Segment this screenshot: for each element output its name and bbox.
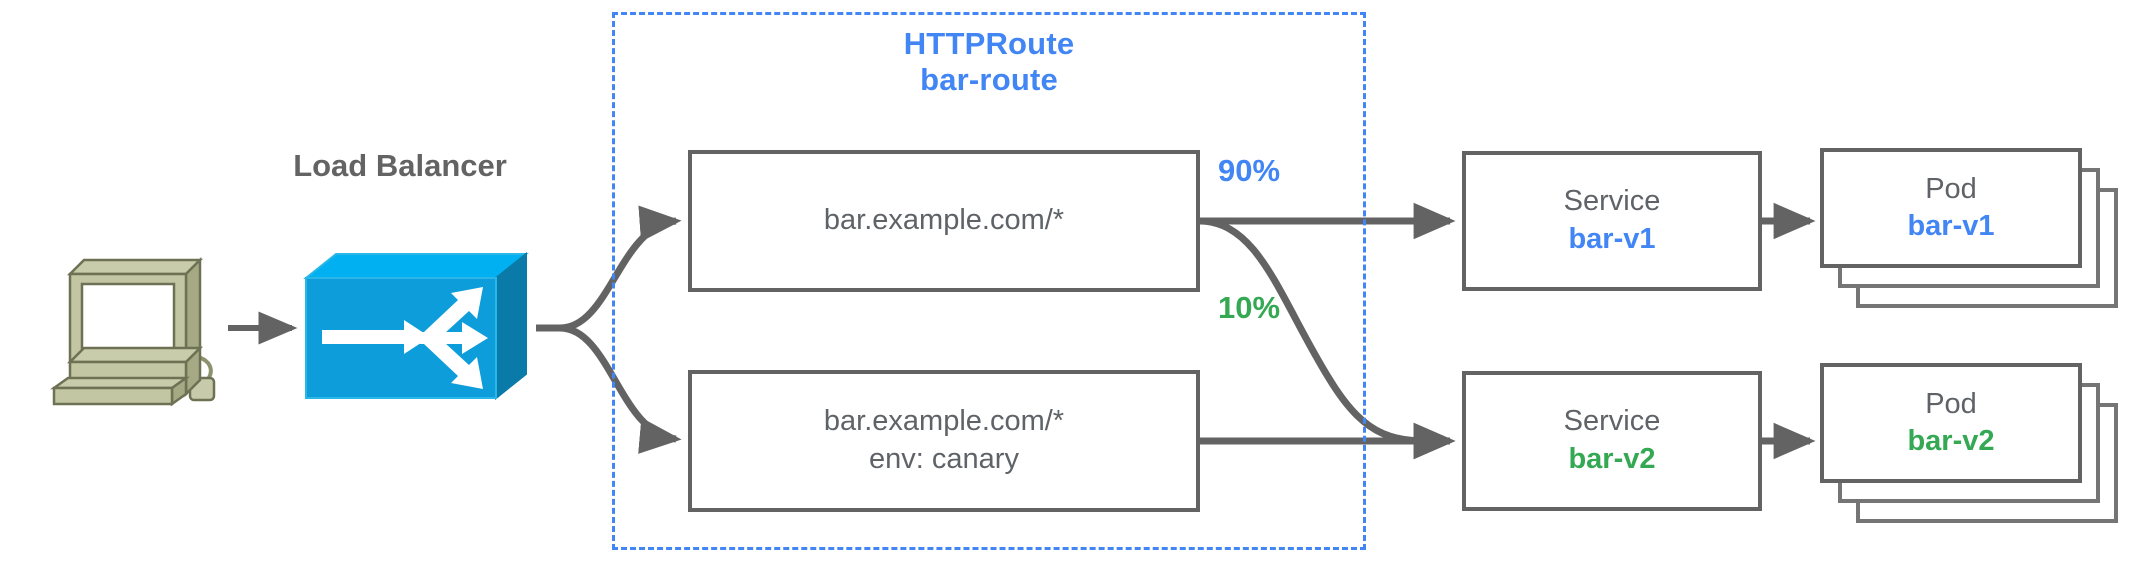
service-v1-kind: Service <box>1563 185 1661 218</box>
httproute-kind: HTTPRoute <box>903 26 1075 61</box>
service-box-bar-v2[interactable]: Service bar-v2 <box>1462 371 1762 511</box>
pod-stack-bar-v2[interactable]: Pod bar-v2 <box>1820 363 2120 523</box>
service-v2-kind: Service <box>1563 405 1661 438</box>
service-v2-name: bar-v2 <box>1568 443 1656 475</box>
route-match-box-2[interactable]: bar.example.com/* env: canary <box>688 370 1200 512</box>
httproute-name: bar-route <box>920 61 1058 97</box>
route-match-box-1[interactable]: bar.example.com/* <box>688 150 1200 292</box>
load-balancer-switch-icon <box>303 252 529 401</box>
workstation-icon <box>50 256 216 407</box>
service-box-bar-v1[interactable]: Service bar-v1 <box>1462 151 1762 291</box>
route-match-2-header: env: canary <box>869 443 1019 475</box>
pod-v2-kind: Pod <box>1925 387 1977 420</box>
httproute-group-border <box>612 12 1366 550</box>
pod-v1-name: bar-v1 <box>1907 210 1995 242</box>
pod-box-bar-v1[interactable]: Pod bar-v1 <box>1820 148 2082 268</box>
route-match-1-hostname: bar.example.com/* <box>823 204 1065 237</box>
weight-label-10: 10% <box>1218 290 1281 325</box>
weight-label-90: 90% <box>1218 153 1281 188</box>
pod-stack-bar-v1[interactable]: Pod bar-v1 <box>1820 148 2120 308</box>
route-match-2-hostname: bar.example.com/* <box>823 405 1065 438</box>
httproute-group-title: HTTPRoute bar-route <box>612 26 1366 98</box>
load-balancer-label: Load Balancer <box>293 148 507 183</box>
service-v1-name: bar-v1 <box>1568 223 1656 255</box>
pod-v1-kind: Pod <box>1925 172 1977 205</box>
pod-v2-name: bar-v2 <box>1907 425 1995 457</box>
pod-box-bar-v2[interactable]: Pod bar-v2 <box>1820 363 2082 483</box>
